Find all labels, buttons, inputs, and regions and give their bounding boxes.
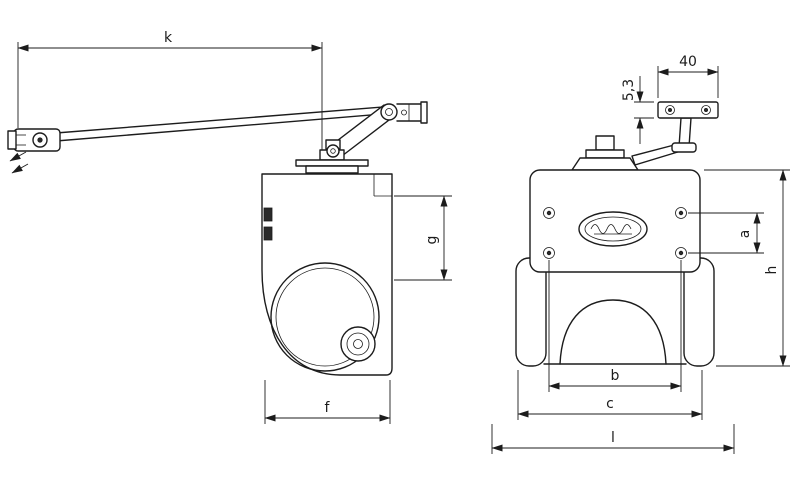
valve-block-step [373,174,392,197]
dimension-b: b [548,260,682,392]
left-end-cap [515,257,547,367]
dim-label-k: k [164,30,173,46]
spindle-stack-front [571,135,639,171]
dimension-c: c [517,370,703,420]
dimension-g: g [394,195,452,281]
rod-end-fitting [396,101,428,124]
end-cap-circle [340,326,376,362]
dim-label-f: f [325,400,331,416]
dimension-l: l [491,424,735,454]
cylinder-dome [559,299,667,365]
dimension-shoe-width: 40 [657,54,719,98]
dim-label-h: h [764,266,780,275]
dimension-f: f [264,380,391,424]
piston-housing [270,262,380,372]
closer-body-side [261,173,393,376]
dim-label-g: g [424,236,440,245]
spindle-stack-side [295,139,369,174]
dim-label-c: c [606,396,614,412]
closer-body-front [529,169,701,273]
dim-label-40: 40 [679,54,697,70]
dimension-shoe-offset: 5,3 [621,76,654,144]
right-end-cap [683,257,715,367]
arm-elbow-joint [380,103,398,121]
dim-label-b: b [611,368,620,384]
dimension-a: a [688,212,764,254]
front-view: 40 5,3 a h b [491,54,790,454]
regulating-valves [263,207,273,241]
front-shoe-plate [657,101,719,119]
dim-label-5-3: 5,3 [621,79,637,101]
arm-rod [55,106,384,142]
brand-badge [578,211,648,247]
wall-fixing-marks [9,151,29,174]
dimension-k: k [17,30,323,150]
mounting-holes [543,207,687,259]
dim-label-l: l [611,430,615,446]
dimension-h: h [704,169,790,367]
side-view: k g f [7,30,452,424]
front-arm [631,117,697,166]
arm-shoe [7,128,61,152]
dim-label-a: a [737,230,753,239]
